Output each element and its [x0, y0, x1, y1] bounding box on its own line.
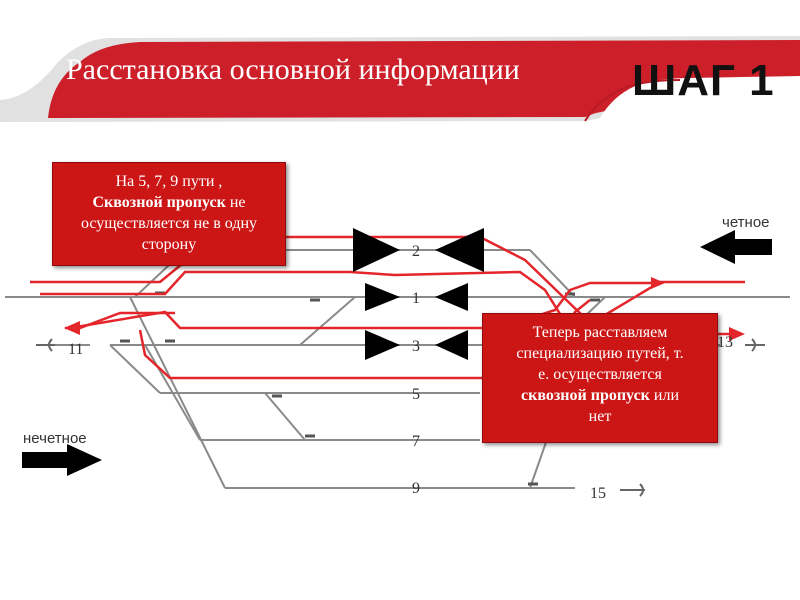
- callout-bold-text: Сквозной пропуск: [92, 194, 226, 211]
- callout-through-pass-note: На 5, 7, 9 пути , Сквозной пропуск не ос…: [52, 162, 286, 266]
- callout-bold-text: сквозной пропуск: [521, 387, 650, 404]
- arrow-right-icon: [651, 277, 665, 289]
- switch-left-3: [109, 344, 161, 394]
- callout-line: Теперь расставляем: [532, 324, 668, 341]
- even-direction-label: четное: [722, 214, 770, 231]
- step-label: ШАГ 1: [632, 56, 775, 105]
- track-2-label: 2: [412, 243, 420, 260]
- track-11-label: 11: [68, 341, 83, 358]
- callout-line: Сквозной пропуск не: [53, 192, 285, 213]
- callout-line: осуществляется не в одну: [80, 215, 258, 232]
- arrow-right-icon: [22, 444, 102, 476]
- switch-mid-2: [264, 392, 306, 441]
- track-numbers: 2 1 3 5 7 9 11 13 15: [68, 243, 733, 502]
- route-arrowheads: [64, 277, 745, 341]
- callout-line: специализацию путей, т.: [516, 345, 684, 362]
- title-banner: [0, 36, 800, 126]
- odd-direction-label: нечетное: [23, 430, 87, 447]
- signal-triangle-icon: [365, 283, 400, 311]
- callout-text: не: [225, 194, 246, 211]
- callout-line: сторону: [141, 236, 197, 253]
- signal-triangle-icon: [435, 283, 468, 311]
- track-9-label: 9: [412, 480, 420, 497]
- slide-title: Расстановка основной информации: [66, 53, 520, 86]
- callout-line: нет: [588, 408, 612, 425]
- callout-line: На 5, 7, 9 пути ,: [115, 173, 223, 190]
- switch-left-2: [129, 296, 226, 489]
- track-15-label: 15: [590, 485, 606, 502]
- callout-line: сквозной пропуск или: [483, 385, 717, 406]
- route-a: [30, 235, 745, 320]
- buffer-stop-icon: [36, 338, 765, 497]
- direction-arrows: [22, 230, 772, 476]
- callout-text: или: [649, 387, 679, 404]
- switch-mid-1: [299, 296, 356, 346]
- arrow-left-icon: [64, 321, 80, 335]
- track-1-label: 1: [412, 290, 420, 307]
- signal-triangle-icon: [435, 330, 468, 360]
- track-13-label: 13: [717, 334, 733, 351]
- arrow-left-icon: [700, 230, 772, 264]
- signal-triangle-icon: [365, 330, 400, 360]
- signal-triangle-icon: [353, 228, 400, 272]
- callout-specialization-note: Теперь расставляем специализацию путей, …: [482, 313, 718, 443]
- callout-line: е. осуществляется: [538, 366, 662, 383]
- switch-right-1: [529, 249, 576, 298]
- signal-triangle-icon: [435, 228, 484, 272]
- switch-left-4: [144, 344, 201, 441]
- signals: [353, 228, 484, 360]
- track-5-label: 5: [412, 386, 420, 403]
- track-3-label: 3: [412, 338, 420, 355]
- arrow-right-icon: [729, 327, 745, 341]
- track-7-label: 7: [412, 433, 420, 450]
